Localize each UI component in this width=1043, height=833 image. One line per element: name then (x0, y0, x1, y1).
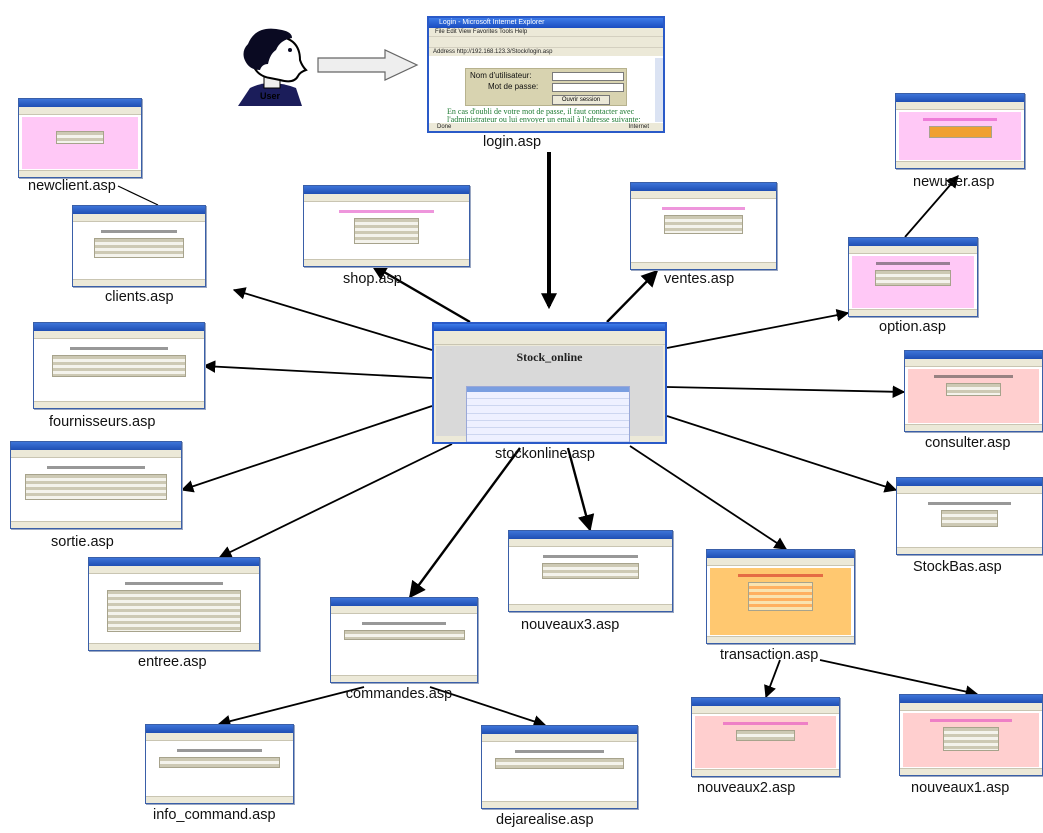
option-window (848, 237, 978, 317)
password-input[interactable] (552, 83, 624, 92)
edge-commandes-info (217, 686, 365, 728)
label-transaction: transaction.asp (720, 647, 819, 663)
nouveaux2-window (691, 697, 840, 777)
stockonline-menubar (434, 331, 665, 337)
entree-window (88, 557, 260, 651)
edge-stockonline-nouveaux3 (566, 447, 595, 532)
newclient-window (18, 98, 142, 178)
login-form: Nom d'utilisateur: Mot de passe: Ouvrir … (465, 68, 627, 106)
password-label: Mot de passe: (488, 82, 539, 91)
edge-stockonline-stockbas (666, 415, 898, 493)
login-statusbar: Done Internet (429, 123, 663, 131)
edge-stockonline-transaction (629, 445, 788, 550)
edge-stockonline-option (666, 308, 850, 349)
edge-user-login (317, 49, 419, 81)
sortie-window (10, 441, 182, 529)
stockbas-window (896, 477, 1043, 555)
shop-window (303, 185, 470, 267)
login-toolbar (429, 36, 663, 47)
consulter-window (904, 350, 1043, 432)
label-sortie: sortie.asp (51, 534, 114, 550)
user-icon (238, 28, 308, 106)
label-dejarealise: dejarealise.asp (496, 812, 594, 828)
label-info-command: info_command.asp (153, 807, 276, 823)
label-login: login.asp (483, 134, 542, 150)
edge-stockonline-sortie (180, 405, 433, 493)
label-ventes: ventes.asp (664, 271, 735, 287)
login-scrollbar[interactable] (655, 58, 663, 122)
login-window: Login - Microsoft Internet Explorer File… (427, 16, 665, 133)
edge-transaction-nouveaux2 (764, 659, 781, 699)
label-consulter: consulter.asp (925, 435, 1011, 451)
stockonline-menu (466, 386, 630, 442)
label-fournisseurs: fournisseurs.asp (49, 414, 156, 430)
edge-stockonline-shop (370, 263, 471, 324)
clients-window (72, 205, 206, 287)
stockonline-title: Stock_online (516, 350, 583, 364)
stockonline-toolbar (434, 337, 665, 345)
dejarealise-window (481, 725, 638, 809)
label-stockonline: stockonline.asp (495, 446, 595, 462)
label-nouveaux1: nouveaux1.asp (911, 780, 1010, 796)
edge-clients-newclient (117, 185, 159, 206)
transaction-window (706, 549, 855, 644)
commandes-window (330, 597, 478, 683)
label-clients: clients.asp (105, 289, 174, 305)
login-content: Nom d'utilisateur: Mot de passe: Ouvrir … (431, 58, 653, 124)
edge-option-newuser (904, 175, 959, 238)
login-titlebar: Login - Microsoft Internet Explorer (429, 18, 663, 28)
nouveaux1-window (899, 694, 1043, 776)
username-input[interactable] (552, 72, 624, 81)
status-done: Done (437, 124, 452, 130)
edge-stockonline-ventes (606, 269, 659, 323)
user-figure (230, 24, 310, 106)
user-label: User (260, 91, 281, 101)
ventes-window (630, 182, 777, 270)
label-option: option.asp (879, 319, 946, 335)
fournisseurs-window (33, 322, 205, 409)
edge-commandes-deja (429, 686, 547, 728)
login-note: En cas d'oubli de votre mot de passe, il… (447, 107, 641, 124)
nouveaux3-window (508, 530, 673, 612)
edge-stockonline-clients (232, 287, 433, 351)
edge-stockonline-commandes (409, 447, 521, 599)
open-session-button[interactable]: Ouvrir session (552, 95, 610, 105)
edge-stockonline-fournisseurs (202, 360, 433, 379)
stockonline-titlebar (434, 324, 665, 331)
stockonline-content: Stock_online (436, 346, 663, 442)
username-label: Nom d'utilisateur: (470, 71, 532, 80)
edge-stockonline-consulter (666, 385, 906, 399)
label-entree: entree.asp (138, 654, 207, 670)
edge-transaction-nouveaux1 (819, 659, 979, 698)
label-stockbas: StockBas.asp (913, 559, 1002, 575)
stockonline-window: Stock_online (432, 322, 667, 444)
label-nouveaux2: nouveaux2.asp (697, 780, 796, 796)
label-newclient: newclient.asp (28, 178, 116, 194)
login-menubar: File Edit View Favorites Tools Help (429, 28, 663, 36)
label-nouveaux3: nouveaux3.asp (521, 617, 620, 633)
info-command-window (145, 724, 294, 804)
edge-stockonline-entree (218, 443, 453, 558)
status-internet: Internet (628, 124, 649, 130)
label-newuser: newuser.asp (913, 174, 995, 190)
label-shop: shop.asp (343, 271, 402, 287)
login-address-bar: Address http://192.168.123.3/Stock/login… (429, 47, 663, 56)
label-commandes: commandes.asp (345, 686, 453, 702)
newuser-window (895, 93, 1025, 169)
